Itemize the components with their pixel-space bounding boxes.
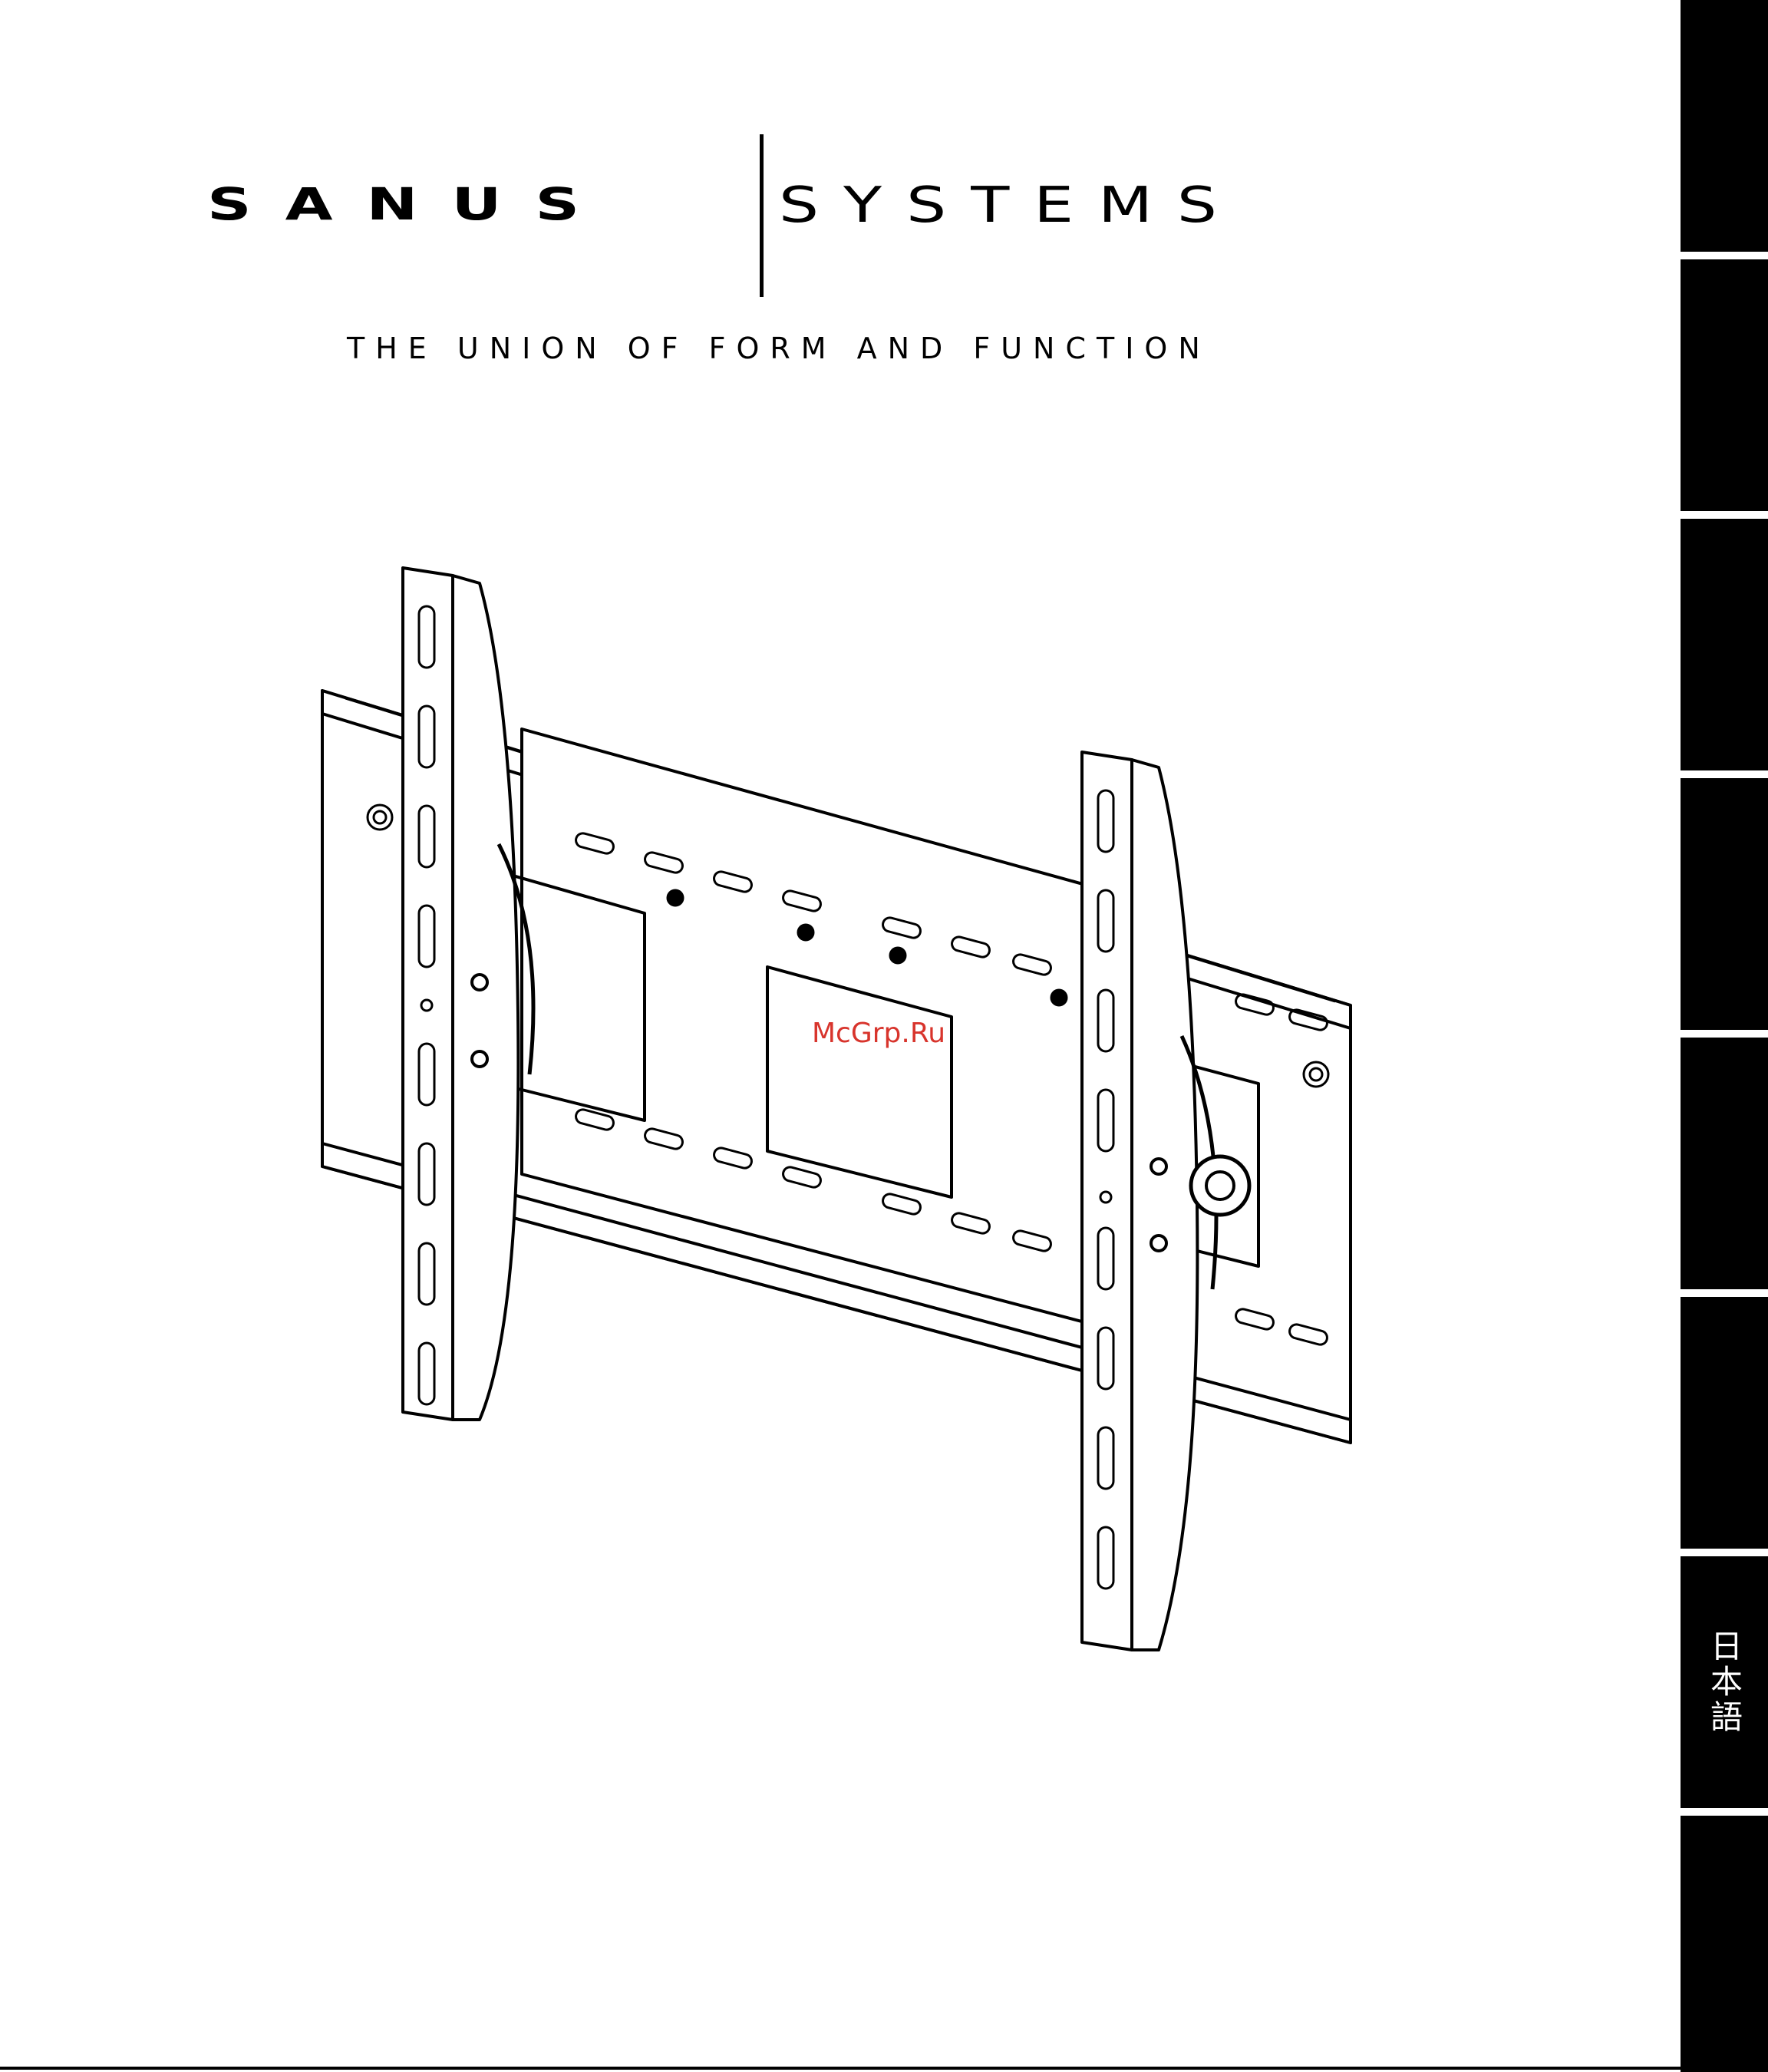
footer-rule (0, 2067, 1681, 2070)
brand-tagline: THE UNION OF FORM AND FUNCTION (347, 332, 1390, 365)
side-tab-5[interactable] (1681, 1038, 1768, 1289)
side-tab-4[interactable] (1681, 778, 1768, 1030)
brand-header: SANUS SYSTEMS THE UNION OF FORM AND FUNC… (0, 0, 1681, 399)
side-tab-label (1681, 1038, 1768, 1289)
brand-name-bold: SANUS (207, 183, 744, 227)
side-tab-label (1681, 1297, 1768, 1549)
side-tab-label (1681, 519, 1768, 770)
side-tab-1[interactable] (1681, 0, 1768, 252)
side-tab-3[interactable] (1681, 519, 1768, 770)
side-tab-label: 日本語 (1681, 1556, 1768, 1808)
language-tab-strip: 日本語 (1681, 0, 1768, 2072)
side-tab-6[interactable] (1681, 1297, 1768, 1549)
brand-name-light: SYSTEMS (779, 181, 1454, 230)
tilting-wall-mount-icon (292, 553, 1397, 1658)
side-tab-label (1681, 259, 1768, 511)
side-tab-japanese[interactable]: 日本語 (1681, 1556, 1768, 1808)
watermark-text: McGrp.Ru (812, 1018, 945, 1049)
side-tab-2[interactable] (1681, 259, 1768, 511)
side-tab-label (1681, 0, 1768, 252)
brand-divider (760, 134, 764, 297)
side-tab-8[interactable] (1681, 1816, 1768, 2072)
side-tab-label (1681, 1816, 1768, 2072)
side-tab-label (1681, 778, 1768, 1030)
